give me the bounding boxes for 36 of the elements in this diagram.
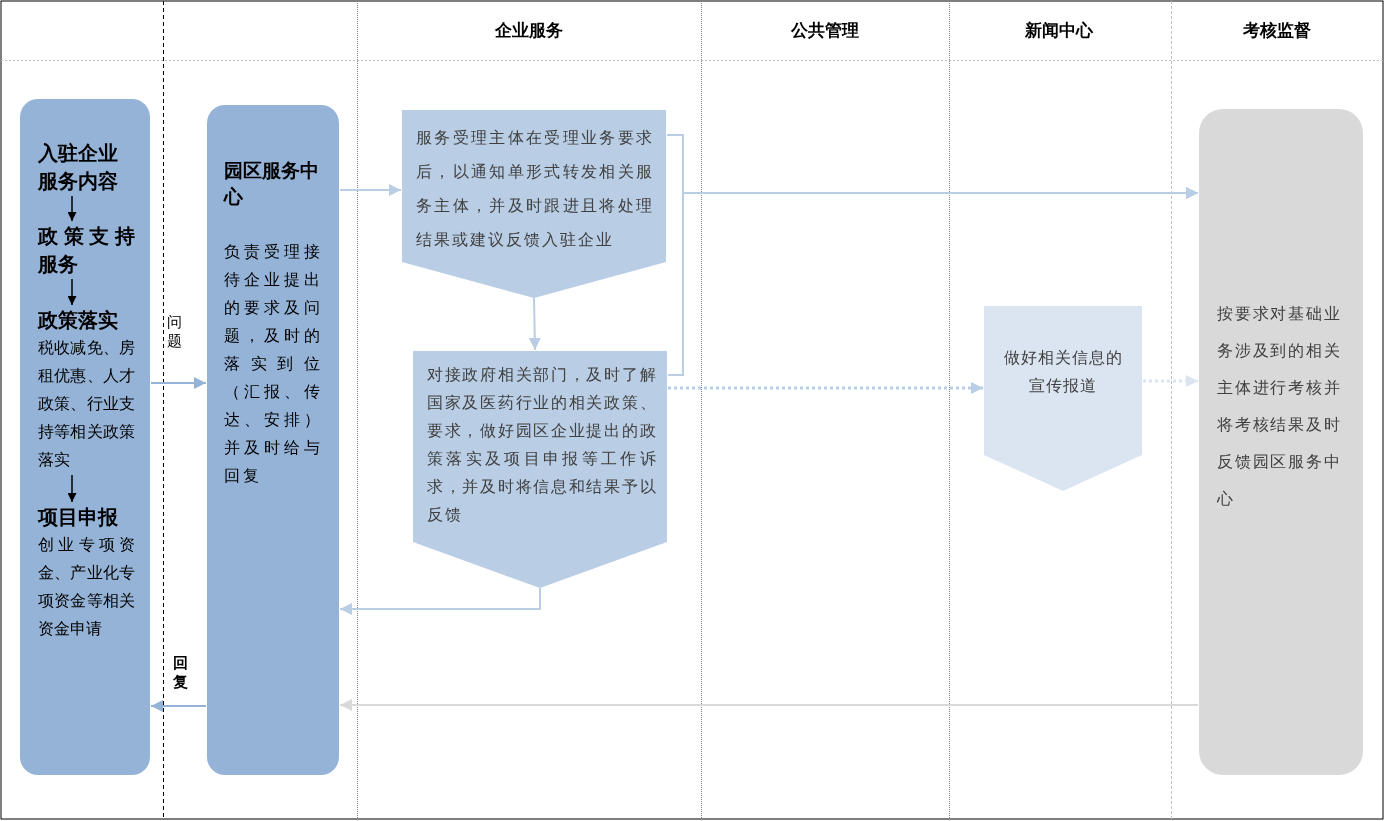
section-text: 税收减免、房租优惠、人才政策、行业支持等相关政策落实 — [38, 337, 135, 471]
edge-label: 问题 — [167, 313, 183, 351]
arrow — [339, 699, 1199, 711]
section-text: 创业专项资金、产业化专项资金等相关资金申请 — [38, 534, 135, 640]
arrow — [339, 184, 402, 196]
panel-text: 负责受理接待企业提出的要求及问题，及时的落实到位（汇报、传达、安排）并及时给与回复 — [224, 241, 323, 487]
service-center-panel — [207, 105, 339, 775]
service-panel — [20, 99, 150, 775]
panel-heading: 园区服务中心 — [224, 158, 320, 209]
lane-header: 企业服务 — [494, 19, 564, 41]
step-text: 服务受理主体在受理业务要求后，以通知单形式转发相关服务主体，并及时跟进且将处理结果或建议反馈入驻企业 — [416, 127, 654, 251]
review-panel — [1199, 109, 1363, 775]
step-heading: 入驻企业服务内容 — [38, 139, 135, 195]
panel-text: 按要求对基础业务涉及到的相关主体进行考核并将考核结果及时反馈园区服务中心 — [1217, 303, 1341, 510]
arrow — [668, 382, 983, 394]
arrow — [667, 187, 1199, 376]
chevron-box — [984, 306, 1142, 491]
arrow — [1143, 375, 1198, 387]
arrow — [67, 195, 77, 222]
section-heading: 项目申报 — [38, 504, 119, 531]
arrow — [339, 587, 541, 615]
lane-header: 公共管理 — [790, 19, 860, 41]
step-text: 对接政府相关部门，及时了解国家及医药行业的相关政策、要求，做好园区企业提出的政策落实及项目申报等工作诉求，并及时将信息和结果予以反馈 — [427, 364, 657, 526]
chevron-box — [402, 110, 666, 298]
lane-header: 考核监督 — [1242, 19, 1312, 41]
step-text: 做好相关信息的宣传报道 — [1002, 347, 1124, 397]
arrow — [150, 377, 207, 389]
arrow — [528, 297, 541, 351]
section-heading: 政策落实 — [38, 307, 119, 334]
edge-label: 回复 — [173, 654, 189, 692]
arrow — [67, 474, 77, 503]
arrow — [67, 278, 77, 306]
arrow — [150, 700, 207, 712]
lane-header: 新闻中心 — [1024, 19, 1094, 41]
chevron-box — [413, 351, 667, 588]
step-heading: 政策支持服务 — [38, 222, 135, 278]
